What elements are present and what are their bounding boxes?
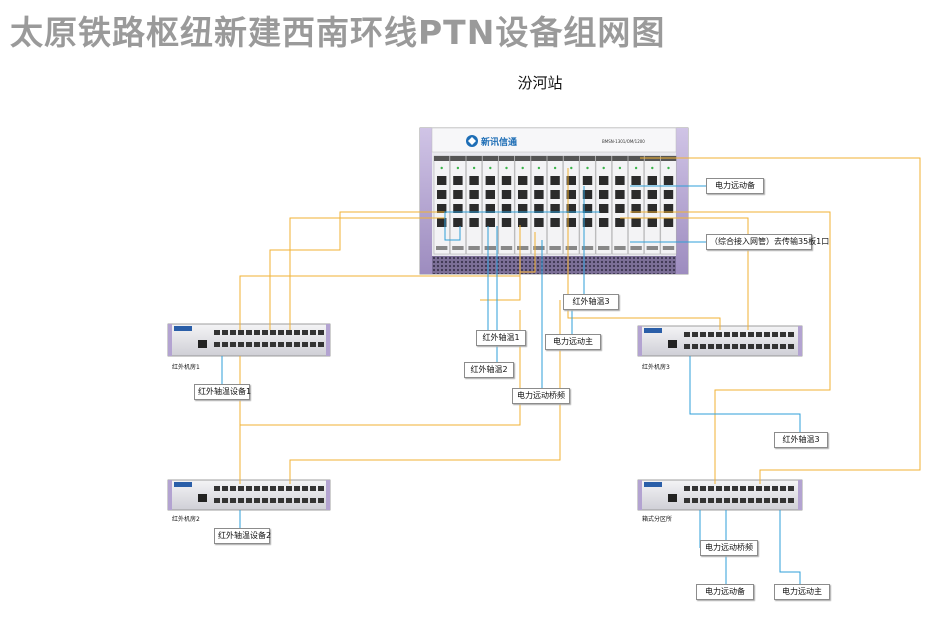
sub-device-r3 [637,325,803,357]
label-integrated-access: （综合接入网管）去传输35板1口 [706,234,829,250]
label-infrared-device-1: 红外轴温设备1 [194,384,251,400]
brand-name: 新讯信通 [481,136,517,148]
caption-r2: 红外机房2 [172,516,200,523]
label-power-remote-freq: 电力远动桥频 [512,388,570,404]
label-power-remote-backup-bottom: 电力远动备 [696,584,754,600]
label-power-remote-main-bottom: 电力远动主 [774,584,830,600]
caption-r4: 箱式分区所 [642,516,673,523]
label-infrared-axle-2: 红外轴温2 [464,362,514,378]
sub-device-r1 [167,323,331,357]
fiber-links [239,157,921,484]
main-ptn-chassis [419,127,689,275]
sub-device-r2 [167,479,331,511]
station-name: 汾河站 [517,74,563,92]
line-card-slots [433,155,677,255]
page-title: 太原铁路枢纽新建西南环线PTN设备组网图 [10,13,666,52]
sub-device-ports [214,330,794,503]
caption-r3: 红外机房3 [642,364,670,371]
label-power-remote-backup-top: 电力远动备 [706,178,764,194]
main-device-logo: 新讯信通 [466,135,517,148]
caption-r1: 红外机房1 [172,364,200,371]
label-power-remote-freq-2: 电力远动桥频 [700,540,758,556]
label-infrared-axle-3-top: 红外轴温3 [563,294,619,310]
label-power-remote-main-mid: 电力远动主 [545,334,601,350]
sub-device-r4 [637,479,803,511]
label-infrared-axle-1: 红外轴温1 [476,330,526,346]
label-infrared-axle-3-right: 红外轴温3 [774,432,828,448]
label-infrared-device-2: 红外轴温设备2 [214,528,271,544]
device-model: BMSN-1301/OM/1200 [602,139,645,144]
